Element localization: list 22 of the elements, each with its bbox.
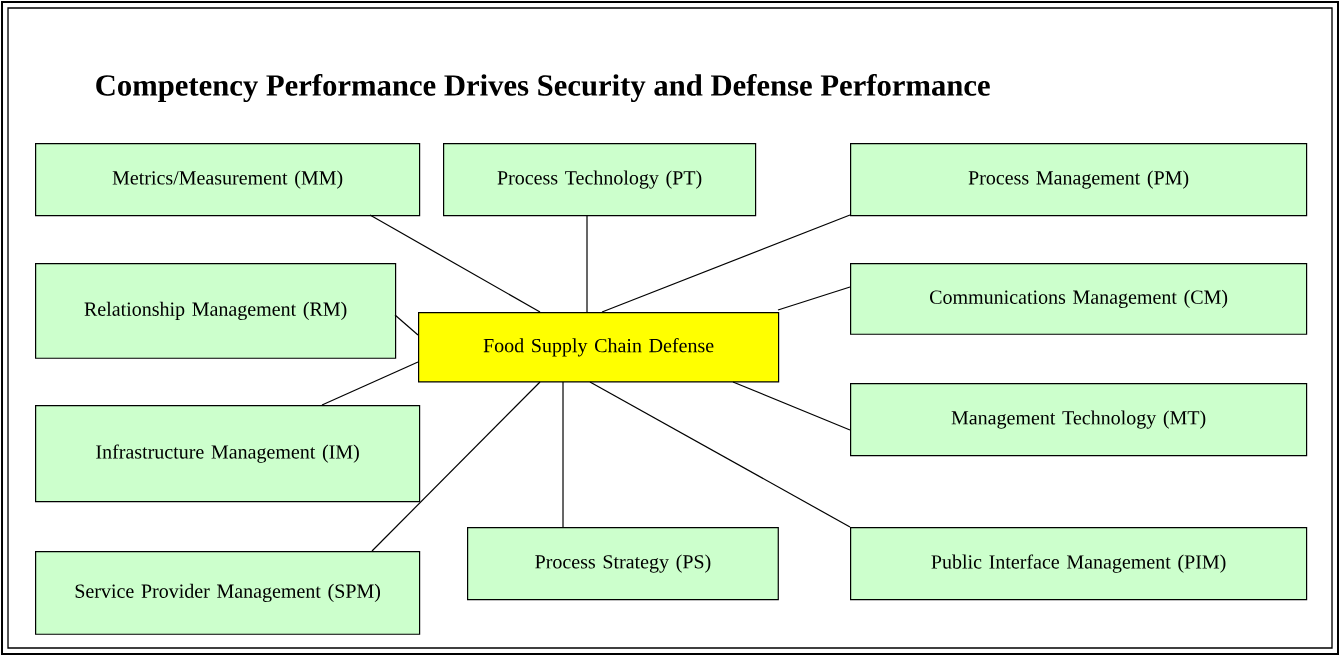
topic-box: Metrics/Measurement (MM) bbox=[35, 143, 421, 217]
topic-box: Public Interface Management (PIM) bbox=[850, 527, 1308, 601]
connector-line bbox=[601, 214, 851, 313]
connector-line bbox=[371, 381, 541, 552]
connector-line bbox=[586, 214, 588, 313]
topic-box: Communications Management (CM) bbox=[850, 263, 1308, 335]
connector-line bbox=[369, 214, 541, 313]
connector-line bbox=[589, 381, 851, 528]
topic-box: Process Technology (PT) bbox=[443, 143, 757, 217]
connector-line bbox=[562, 381, 564, 528]
topic-box: Process Management (PM) bbox=[850, 143, 1308, 217]
connector-line bbox=[321, 361, 419, 406]
center-box: Food Supply Chain Defense bbox=[418, 312, 780, 383]
topic-box: Service Provider Management (SPM) bbox=[35, 551, 421, 635]
topic-box: Management Technology (MT) bbox=[850, 383, 1308, 457]
connector-line bbox=[394, 314, 419, 336]
topic-box: Process Strategy (PS) bbox=[467, 527, 779, 601]
topic-box: Relationship Management (RM) bbox=[35, 263, 397, 359]
topic-box: Infrastructure Management (IM) bbox=[35, 405, 421, 503]
connector-line bbox=[777, 286, 851, 311]
connector-line bbox=[732, 381, 851, 431]
title: Competency Performance Drives Security and Defense Performance bbox=[96, 73, 990, 103]
